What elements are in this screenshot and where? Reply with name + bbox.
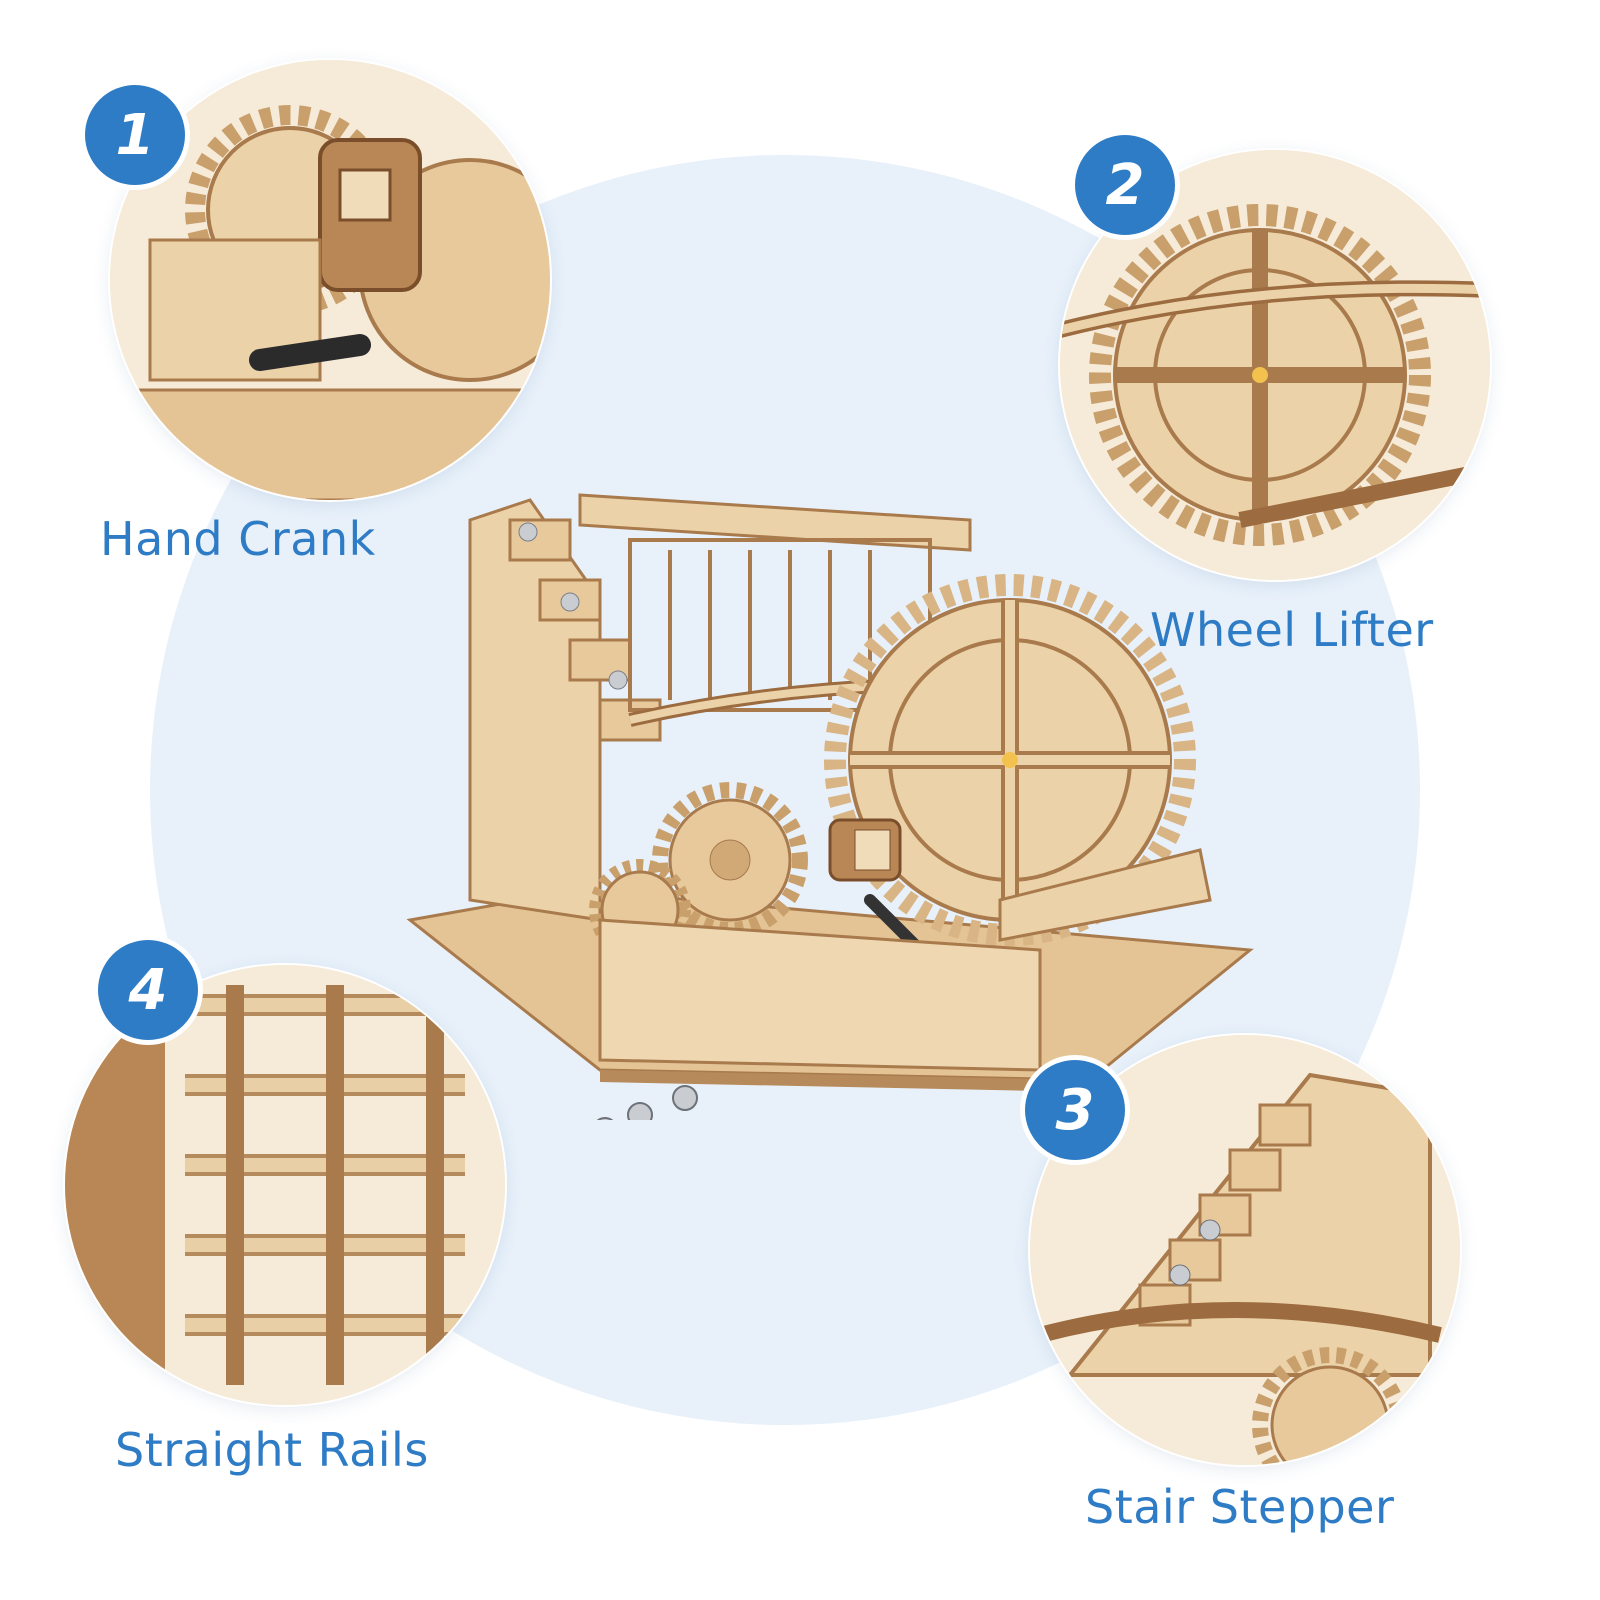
feature-label-stair-stepper: Stair Stepper <box>1085 1480 1395 1534</box>
feature-label-hand-crank: Hand Crank <box>100 512 376 566</box>
feature-label-straight-rails: Straight Rails <box>115 1423 429 1477</box>
feature-number: 3 <box>1055 1077 1095 1143</box>
feature-number-badge-1: 1 <box>85 85 185 185</box>
feature-number-badge-4: 4 <box>98 940 198 1040</box>
stair-stepper-zoom-image <box>1030 1035 1460 1465</box>
feature-label-wheel-lifter: Wheel Lifter <box>1150 603 1434 657</box>
marble-run-product-image <box>400 480 1260 1120</box>
feature-number-badge-2: 2 <box>1075 135 1175 235</box>
feature-number: 2 <box>1105 152 1145 218</box>
feature-number: 1 <box>115 102 155 168</box>
stair-stepper-illustration <box>1030 1035 1460 1465</box>
feature-number: 4 <box>128 957 168 1023</box>
marble-run-illustration <box>406 493 1254 1120</box>
feature-number-badge-3: 3 <box>1025 1060 1125 1160</box>
